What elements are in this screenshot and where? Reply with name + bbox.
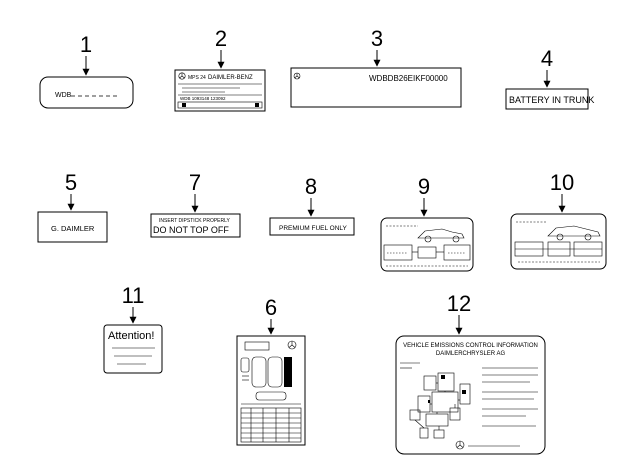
label-10-group: 10 bbox=[510, 170, 607, 270]
attention-text: Attention! bbox=[108, 330, 154, 342]
tire-pressure-label-10 bbox=[510, 213, 607, 270]
car-silhouette-icon bbox=[547, 225, 601, 237]
label-11-group: 11 Attention! bbox=[103, 283, 163, 374]
label-1-group: 1 WDB bbox=[39, 32, 134, 109]
premium-fuel-label bbox=[269, 217, 355, 236]
daimler-benz-text: DAIMLER-BENZ bbox=[208, 75, 253, 81]
car-silhouette-icon bbox=[417, 228, 465, 239]
dipstick-label bbox=[150, 213, 241, 238]
do-not-top-off-text: DO NOT TOP OFF bbox=[153, 225, 229, 235]
seat-icon bbox=[251, 356, 267, 388]
star-emblem-icon bbox=[178, 72, 186, 80]
callout-3: 3 bbox=[371, 26, 383, 51]
callout-11: 11 bbox=[122, 283, 145, 308]
vin-plate-long bbox=[290, 67, 462, 108]
emissions-label bbox=[395, 335, 546, 455]
label-3-group: 3 WDBDB26EIKF00000 bbox=[290, 26, 462, 108]
callout-10: 10 bbox=[550, 170, 574, 195]
callout-4: 4 bbox=[541, 46, 553, 71]
callout-7: 7 bbox=[189, 170, 201, 195]
label-9-group: 9 bbox=[380, 174, 474, 272]
label-6-group: 6 bbox=[236, 295, 306, 446]
label-5-group: 5 G. DAIMLER bbox=[37, 170, 108, 243]
id-plate bbox=[174, 69, 266, 112]
emissions-line-1: VEHICLE EMISSIONS CONTROL INFORMATION bbox=[403, 343, 538, 349]
vin-small-text: WDB bbox=[55, 92, 72, 99]
service-chart-label bbox=[236, 335, 306, 446]
id-plate-code: MPS 24 bbox=[188, 75, 206, 81]
callout-6: 6 bbox=[265, 295, 277, 320]
emissions-line-2: DAIMLERCHRYSLER AG bbox=[436, 351, 506, 357]
vin-plate-small bbox=[39, 76, 134, 109]
label-8-group: 8 PREMIUM FUEL ONLY bbox=[269, 174, 355, 236]
battery-text: BATTERY IN TRUNK bbox=[509, 95, 594, 105]
callout-9: 9 bbox=[418, 174, 430, 199]
battery-label bbox=[505, 88, 589, 110]
insert-properly-text: INSERT DIPSTICK PROPERLY bbox=[159, 218, 231, 224]
callout-2: 2 bbox=[215, 26, 227, 51]
callout-5: 5 bbox=[65, 170, 77, 195]
label-4-group: 4 BATTERY IN TRUNK bbox=[505, 46, 594, 110]
label-2-group: 2 MPS 24 DAIMLER-BENZ WDB 1093148 123092 bbox=[174, 26, 266, 112]
id-plate-vin: WDB 1093148 123092 bbox=[180, 96, 226, 101]
engine-diagram-icon bbox=[409, 372, 471, 439]
attention-label bbox=[103, 324, 163, 374]
label-7-group: 7 INSERT DIPSTICK PROPERLY DO NOT TOP OF… bbox=[150, 170, 241, 238]
callout-8: 8 bbox=[305, 174, 317, 199]
premium-fuel-text: PREMIUM FUEL ONLY bbox=[279, 225, 348, 232]
label-12-group: 12 VEHICLE EMISSIONS CONTROL INFORMATION… bbox=[395, 291, 546, 455]
g-daimler-label bbox=[37, 211, 108, 243]
vin-full-text: WDBDB26EIKF00000 bbox=[369, 74, 448, 83]
g-daimler-text: G. DAIMLER bbox=[51, 224, 95, 233]
callout-12: 12 bbox=[447, 291, 471, 316]
callout-1: 1 bbox=[80, 32, 92, 57]
